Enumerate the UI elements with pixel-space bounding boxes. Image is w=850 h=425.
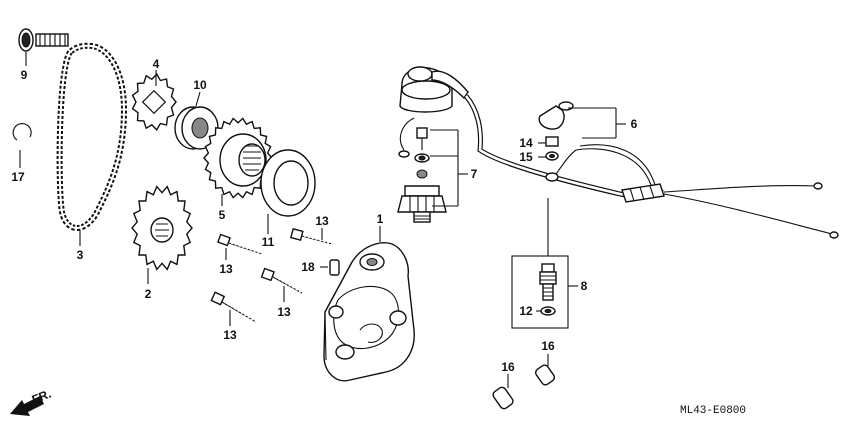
- circlip-17: [12, 123, 32, 141]
- plate-11: [260, 149, 316, 217]
- callout-18: 18: [301, 260, 315, 274]
- pin-16a: [534, 354, 556, 386]
- dowel-18: [329, 259, 340, 276]
- oil-pressure-switch-7: [397, 66, 469, 223]
- callout-13b: 13: [219, 262, 233, 276]
- switch-8: [511, 198, 578, 329]
- callout-4: 4: [153, 57, 160, 71]
- bolt-9: [18, 28, 69, 52]
- callout-3: 3: [77, 248, 84, 262]
- callout-6: 6: [631, 117, 638, 131]
- diagram-code: ML43-E0800: [680, 405, 746, 417]
- callout-16b: 16: [501, 360, 515, 374]
- pin-16b: [492, 374, 514, 410]
- callout-7: 7: [471, 167, 478, 181]
- callout-10: 10: [193, 78, 207, 92]
- oil-pump-1: [323, 242, 415, 382]
- callout-11: 11: [262, 235, 275, 249]
- callouts: 1 2 3 4 5 6 7 8 9 10 11 12 13 13 13 13 1…: [11, 57, 637, 374]
- harness-6: [464, 94, 839, 239]
- bolt-13d: [210, 291, 257, 323]
- callout-13c: 13: [277, 305, 291, 319]
- bracket-lines-7: [430, 129, 468, 207]
- gear-5: [203, 117, 273, 199]
- sprocket-2: [131, 185, 193, 271]
- cam-chain-3: [56, 42, 128, 231]
- callout-2: 2: [145, 287, 152, 301]
- leader-lines: [19, 52, 381, 326]
- callout-15: 15: [519, 150, 533, 164]
- callout-17: 17: [11, 170, 25, 184]
- bolt-13b: [290, 227, 333, 245]
- bracket-lines-6: [538, 107, 626, 158]
- front-direction-arrow: FR.: [10, 387, 53, 416]
- callout-1: 1: [377, 212, 384, 226]
- callout-8: 8: [581, 279, 588, 293]
- callout-14: 14: [519, 136, 533, 150]
- sprocket-4: [131, 73, 177, 131]
- callout-12: 12: [519, 304, 533, 318]
- callout-13a: 13: [315, 214, 329, 228]
- bolt-13a: [217, 233, 263, 255]
- direction-label: FR.: [30, 387, 53, 407]
- callout-16a: 16: [541, 339, 555, 353]
- callout-13d: 13: [223, 328, 237, 342]
- callout-5: 5: [219, 208, 226, 222]
- bolt-13c: [260, 267, 303, 294]
- callout-9: 9: [21, 68, 28, 82]
